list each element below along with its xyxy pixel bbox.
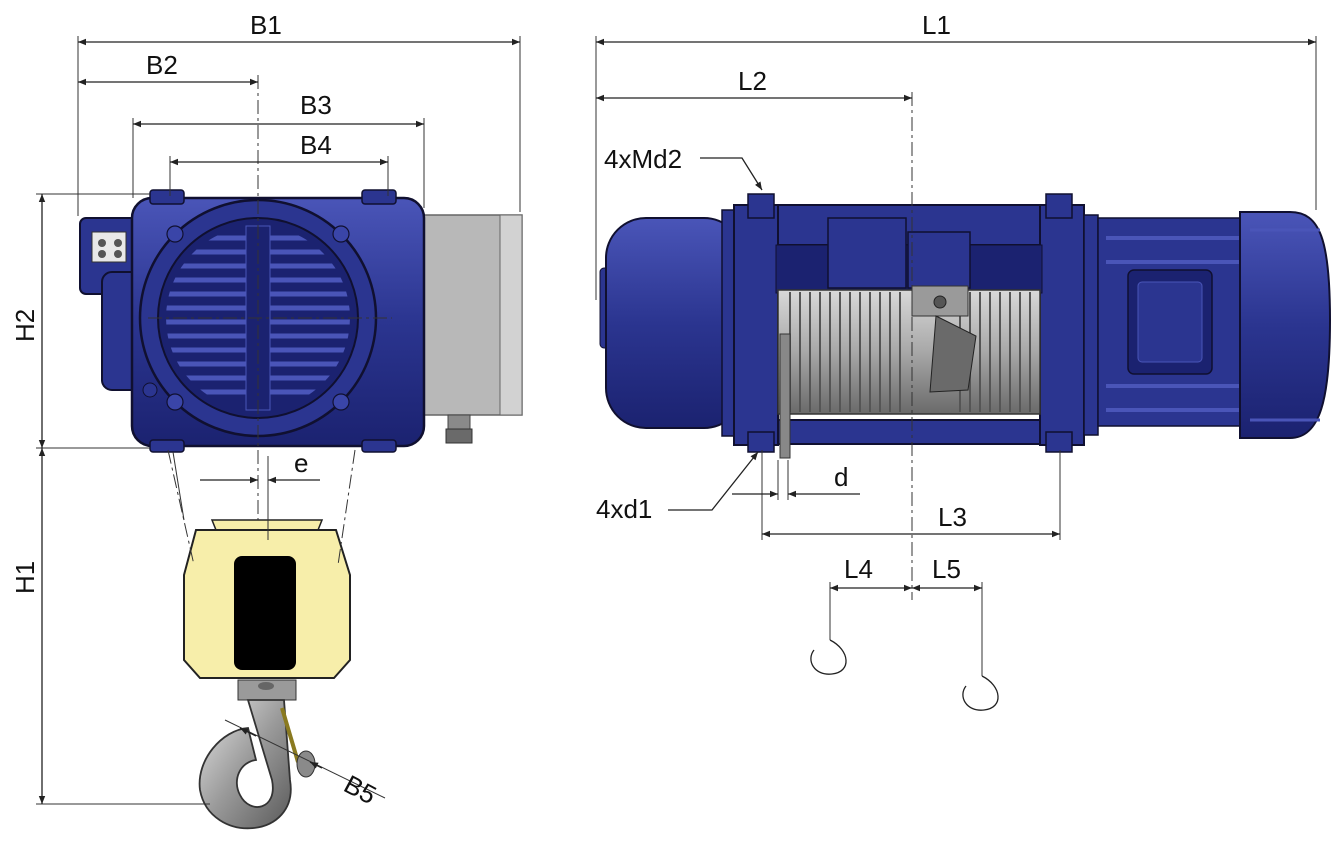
bottom-hook-block (183, 519, 351, 701)
label-l5: L5 (932, 554, 961, 584)
cable-connector (445, 414, 473, 444)
top-foot-left (149, 189, 185, 205)
mount-foot-top-left (747, 193, 775, 219)
label-e: e (294, 448, 308, 478)
rope-drum (777, 289, 1041, 415)
label-b4: B4 (300, 130, 332, 160)
dim-line-b5 (239, 727, 257, 737)
gearbox-side (499, 214, 523, 416)
lubrication-nipple (142, 382, 158, 398)
label-l1: L1 (922, 10, 951, 40)
guide-bar (779, 333, 791, 459)
mount-foot-bottom-left (747, 431, 775, 453)
motor (1083, 211, 1332, 439)
limit-switch (827, 217, 907, 289)
ring-bolts (166, 225, 350, 411)
hook-symbol-left (810, 639, 847, 675)
label-d: d (834, 462, 848, 492)
top-foot-right (361, 189, 397, 205)
label-d1: 4xd1 (596, 494, 652, 524)
mount-foot-top-right (1045, 193, 1073, 219)
end-view: B1 B2 B3 B4 H2 H1 e B5 (10, 10, 523, 830)
label-md2: 4xMd2 (604, 144, 682, 174)
bottom-foot-left (149, 439, 185, 453)
label-l4: L4 (844, 554, 873, 584)
load-hook (198, 699, 316, 830)
side-view: L1 L2 4xMd2 4xd1 d L3 L4 L5 (595, 10, 1332, 711)
label-b1: B1 (250, 10, 282, 40)
label-h1: H1 (10, 561, 40, 594)
label-l2: L2 (738, 66, 767, 96)
label-h2: H2 (10, 309, 40, 342)
rope-guide (907, 231, 977, 393)
mount-foot-bottom-right (1045, 431, 1073, 453)
hook-symbol-right (962, 675, 999, 711)
label-l3: L3 (938, 502, 967, 532)
gearbox-end (599, 209, 745, 437)
bottom-foot-right (361, 439, 397, 453)
label-b3: B3 (300, 90, 332, 120)
label-b5: B5 (339, 769, 381, 810)
label-b2: B2 (146, 50, 178, 80)
